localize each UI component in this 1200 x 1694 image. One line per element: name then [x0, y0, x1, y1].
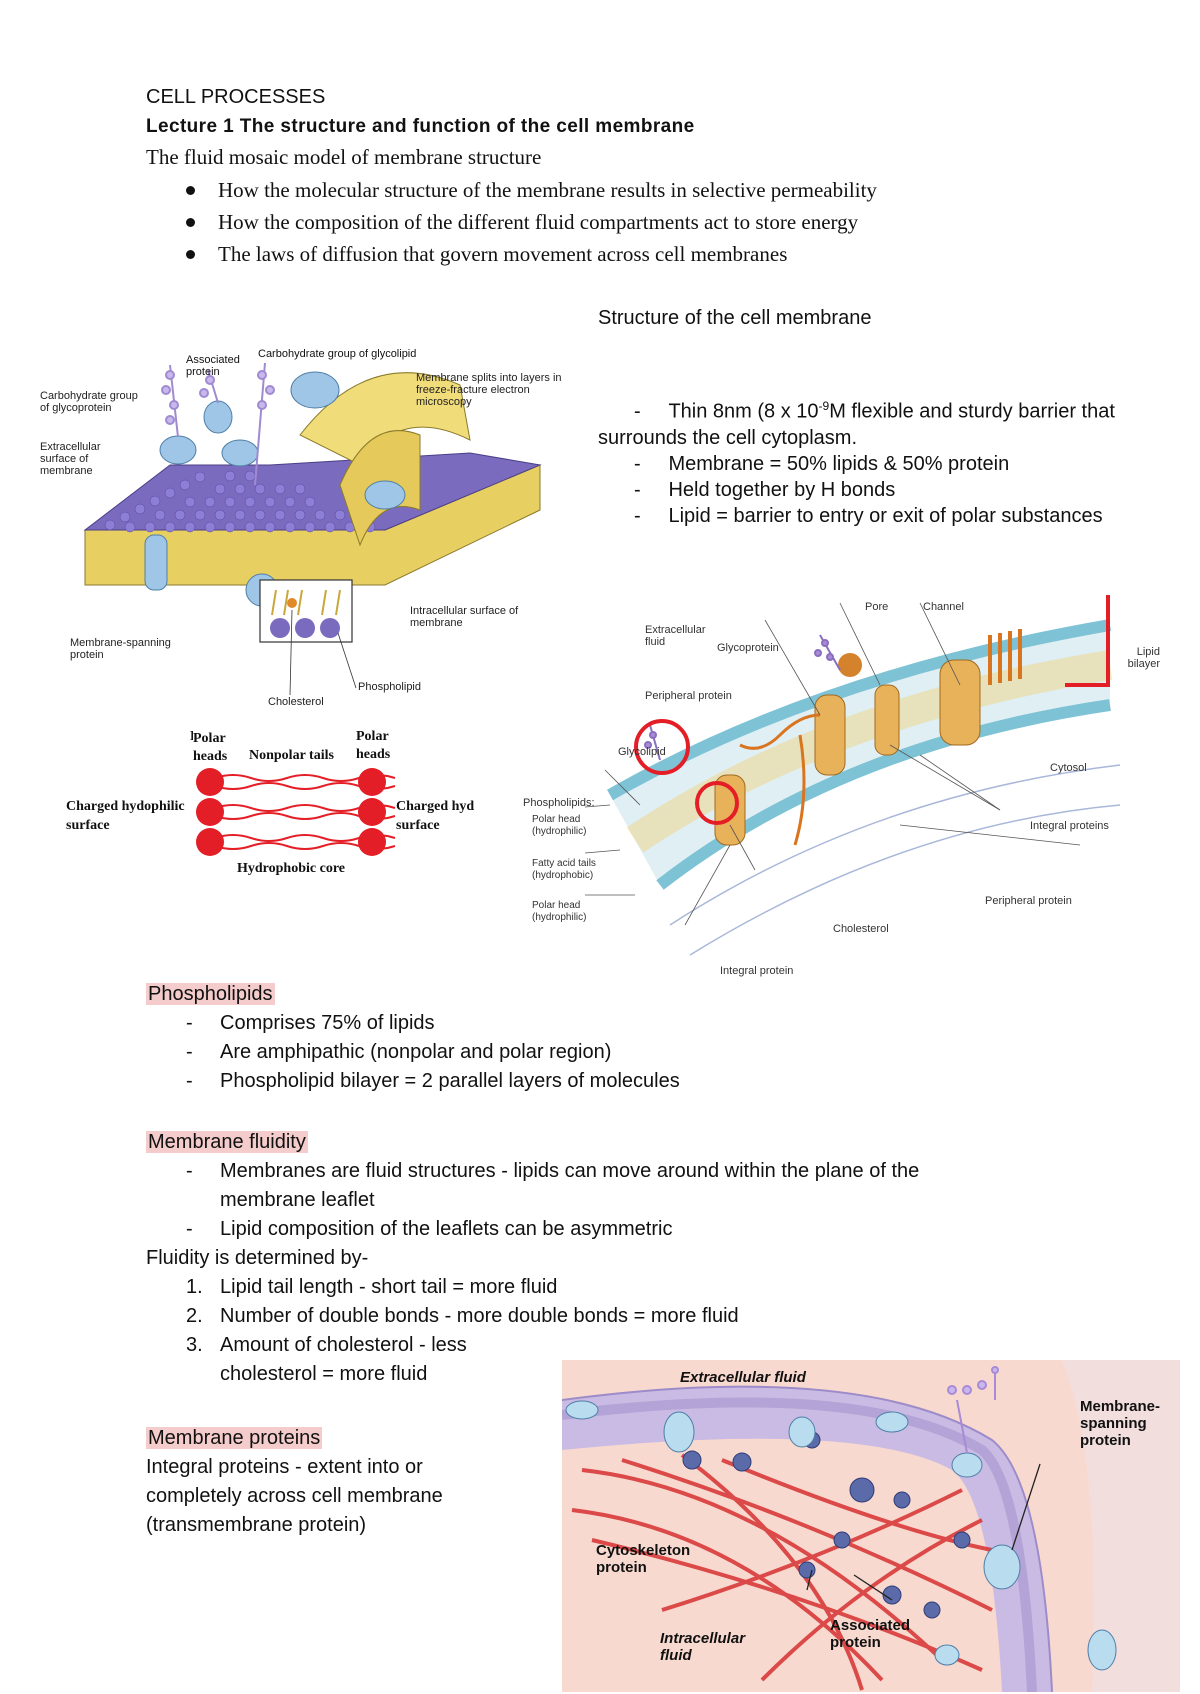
bilayer-schematic-figure: Polar: [190, 729, 396, 856]
fig3-cholesterol: Cholesterol: [833, 923, 889, 935]
proteins-heading: Membrane proteins: [146, 1427, 323, 1449]
fig3-pore: Pore: [865, 601, 889, 613]
proteins-text: Integral proteins - extent into or compl…: [146, 1456, 443, 1536]
fig3-lipid-bilayer: Lipid bilayer: [1127, 646, 1160, 670]
label-membrane-splits: Membrane splits into layers in freeze-fr…: [416, 372, 562, 408]
fig3-peripheral-protein-2: Peripheral protein: [985, 895, 1072, 907]
list-item: - Held together by H bonds: [634, 478, 896, 501]
label-phospholipid: Phospholipid: [358, 681, 421, 693]
list-item: How the molecular structure of the membr…: [146, 174, 1046, 206]
fig3-glycolipid: Glycolipid: [618, 746, 666, 758]
fig4-intracellular: Intracellular fluid: [660, 1630, 746, 1664]
fig3-glycoprotein: Glycoprotein: [717, 642, 779, 654]
fig1-label-carb-glycolipid: Carbohydrate group of glycolipid: [258, 348, 417, 360]
list-item: The laws of diffusion that govern moveme…: [146, 238, 1046, 270]
list-item: How the composition of the different flu…: [146, 206, 1046, 238]
fluidity-section: Membrane fluidity -Membranes are fluid s…: [146, 1128, 1026, 1389]
list-item: - Membrane = 50% lipids & 50% protein: [634, 452, 1010, 475]
fig2-core: Hydrophobic core: [237, 861, 345, 876]
fig3-fatty-acid: Fatty acid tails (hydrophobic): [532, 858, 596, 881]
list-item: -Phospholipid bilayer = 2 parallel layer…: [186, 1070, 680, 1092]
fig1-label-associated-protein: Associated protein: [186, 354, 240, 378]
fig2-nonpolar-tails: Nonpolar tails: [249, 748, 334, 764]
fig3-polar-head-top: Polar head (hydrophilic): [532, 814, 587, 837]
fig4-cytoskeleton: Cytoskeleton protein: [596, 1542, 691, 1576]
fig4-membrane-spanning: Membrane-spanning protein: [1080, 1398, 1161, 1449]
label-extracellular-surface: Extracellular surface of membrane: [40, 441, 101, 477]
fig3-cytosol: Cytosol: [1050, 762, 1087, 774]
list-item: -Membranes are fluid structures - lipids…: [186, 1160, 920, 1211]
fig3-polar-head-bottom: Polar head (hydrophilic): [532, 900, 587, 923]
fig3-integral-protein: Integral protein: [720, 965, 794, 977]
list-item: -Comprises 75% of lipids: [186, 1012, 435, 1034]
structure-list: - Thin 8nm (8 x 10-9M flexible and sturd…: [598, 393, 1158, 529]
list-item: -Are amphipathic (nonpolar and polar reg…: [186, 1041, 612, 1063]
fig4-extracellular: Extracellular fluid: [680, 1369, 806, 1386]
phospholipids-heading: Phospholipids: [146, 983, 275, 1005]
bullet-icon: [186, 218, 195, 227]
list-item: 3.Amount of cholesterol - less cholester…: [186, 1334, 467, 1385]
fig2-charged-left: Charged hydophilic surface: [66, 799, 185, 833]
fig3-phospholipids: Phospholipids:: [523, 797, 595, 809]
structure-heading: Structure of the cell membrane: [598, 307, 872, 329]
cytoskeleton-figure: [562, 1360, 1180, 1692]
list-item: -Lipid composition of the leaflets can b…: [186, 1218, 673, 1240]
fig2-charged-right: Charged hyd surface: [396, 799, 475, 833]
fluidity-determined-by: Fluidity is determined by-: [146, 1247, 369, 1269]
fig3-peripheral-protein: Peripheral protein: [645, 690, 732, 702]
objectives-list: How the molecular structure of the membr…: [146, 174, 1046, 270]
fig4-associated: Associated protein: [830, 1617, 911, 1651]
membrane-3d-figure: Membrane splits into layers in freeze-fr…: [40, 362, 562, 708]
lecture-title: Lecture 1 The structure and function of …: [146, 116, 695, 137]
fig2-polar-heads-left: Polar heads: [193, 730, 243, 766]
fig3-channel: Channel: [923, 601, 964, 613]
label-cholesterol: Cholesterol: [268, 696, 324, 708]
fig2-polar-heads-right: Polar heads: [356, 728, 406, 764]
list-item: - Thin 8nm (8 x 10-9M flexible and sturd…: [598, 399, 1115, 449]
fluidity-heading: Membrane fluidity: [146, 1131, 308, 1153]
membrane-cross-section-figure: [584, 595, 1121, 956]
label-membrane-spanning: Membrane-spanning protein: [70, 637, 171, 661]
bullet-icon: [186, 250, 195, 259]
label-carbohydrate-glycoprotein: Carbohydrate group of glycoprotein: [40, 390, 138, 414]
course-title: CELL PROCESSES: [146, 86, 326, 108]
phospholipids-section: Phospholipids -Comprises 75% of lipids -…: [146, 980, 1046, 1096]
bullet-icon: [186, 186, 195, 195]
proteins-section: Membrane proteins Integral proteins - ex…: [146, 1424, 506, 1540]
list-item: 1.Lipid tail length - short tail = more …: [186, 1276, 558, 1298]
fig3-integral-proteins: Integral proteins: [1030, 820, 1109, 832]
intro-text: The fluid mosaic model of membrane struc…: [146, 145, 542, 169]
fig3-extracellular-fluid: Extracellular fluid: [645, 624, 706, 648]
list-item: 2.Number of double bonds - more double b…: [186, 1305, 739, 1327]
label-intracellular-surface: Intracellular surface of membrane: [410, 605, 518, 629]
list-item: - Lipid = barrier to entry or exit of po…: [634, 504, 1103, 527]
